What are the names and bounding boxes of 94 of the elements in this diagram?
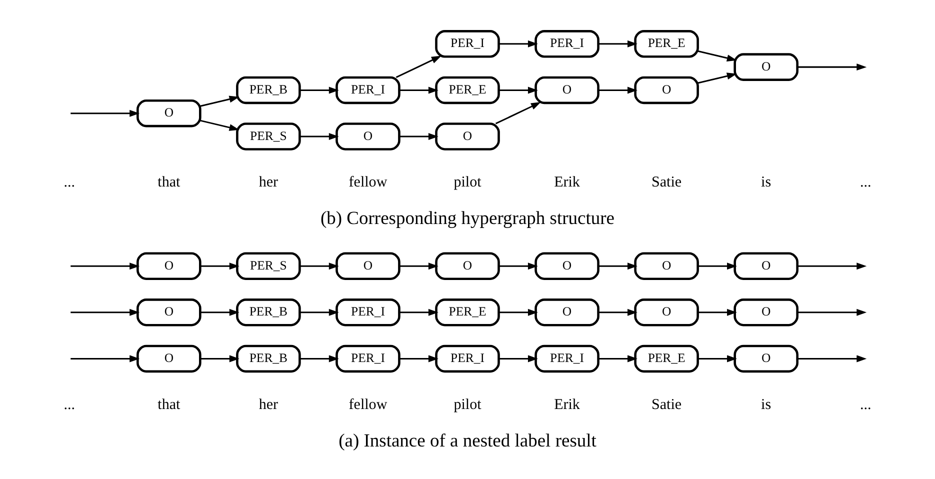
arrow: [598, 40, 638, 48]
label: that: [158, 174, 180, 191]
node-box: PER_I: [336, 298, 400, 326]
arrow: [598, 86, 638, 94]
arrow: [698, 308, 737, 316]
node-box: PER_I: [435, 30, 500, 58]
node-box: O: [136, 252, 202, 280]
node-box: O: [136, 344, 202, 373]
arrow: [300, 262, 339, 270]
label: ...: [860, 174, 872, 191]
arrow: [399, 308, 438, 316]
arrow: [698, 355, 737, 362]
arrow: [70, 308, 140, 316]
arrow: [498, 40, 538, 48]
label: her: [258, 396, 278, 413]
label: (b) Corresponding hypergraph structure: [320, 209, 615, 230]
arrow: [399, 133, 438, 140]
node-box: PER_B: [236, 344, 301, 373]
arrow: [399, 86, 438, 94]
node-box: O: [435, 122, 500, 150]
node-box: O: [336, 122, 400, 150]
arrow: [200, 96, 240, 107]
node-box: PER_E: [634, 344, 699, 373]
node-box: O: [534, 252, 600, 280]
node-box: O: [435, 252, 500, 280]
arrow: [70, 110, 140, 117]
node-box: O: [734, 344, 798, 373]
arrow: [70, 355, 140, 362]
label: Satie: [652, 174, 682, 191]
label: pilot: [454, 174, 482, 191]
label: is: [761, 174, 772, 191]
arrow: [698, 50, 737, 62]
arrow: [396, 56, 442, 78]
label: pilot: [454, 396, 482, 413]
label: Erik: [554, 174, 580, 191]
node-box: PER_I: [534, 344, 600, 373]
arrow: [300, 355, 339, 362]
node-box: PER_I: [435, 344, 500, 373]
arrow: [797, 355, 867, 362]
arrow: [598, 262, 638, 270]
node-box: O: [634, 252, 699, 280]
node-box: O: [534, 76, 600, 104]
arrow: [698, 72, 737, 84]
arrow: [498, 355, 538, 362]
arrow: [797, 64, 867, 71]
node-box: PER_S: [236, 252, 301, 280]
node-box: O: [336, 252, 400, 280]
label: ...: [860, 396, 872, 413]
arrow: [698, 262, 737, 270]
node-box: O: [734, 53, 798, 81]
node-box: O: [734, 298, 798, 326]
arrow: [200, 355, 240, 362]
node-box: O: [734, 252, 798, 280]
node-box: PER_S: [236, 122, 301, 150]
arrow: [498, 262, 538, 270]
label: is: [761, 396, 772, 413]
arrow: [200, 308, 240, 316]
node-box: PER_I: [336, 76, 400, 104]
node-box: PER_I: [534, 30, 600, 58]
label: fellow: [348, 174, 388, 191]
label: fellow: [348, 396, 388, 413]
node-box: PER_I: [336, 344, 400, 373]
arrow: [399, 262, 438, 270]
arrow: [797, 308, 867, 316]
node-box: O: [534, 298, 600, 326]
arrow: [495, 102, 541, 124]
arrow: [200, 120, 240, 131]
arrow: [200, 262, 240, 270]
label: (a) Instance of a nested label result: [338, 431, 596, 452]
arrow: [598, 308, 638, 316]
label: Erik: [554, 396, 580, 413]
arrow: [598, 355, 638, 362]
node-box: PER_B: [236, 298, 301, 326]
arrow: [70, 262, 140, 270]
arrow: [399, 355, 438, 362]
label: ...: [64, 174, 76, 191]
arrow: [797, 262, 867, 270]
arrow: [300, 86, 339, 94]
label: ...: [64, 396, 76, 413]
node-box: O: [634, 76, 699, 104]
arrow: [300, 133, 339, 140]
node-box: O: [136, 99, 202, 128]
node-box: PER_E: [435, 76, 500, 104]
node-box: O: [634, 298, 699, 326]
label: that: [158, 396, 180, 413]
node-box: PER_E: [634, 30, 699, 58]
label: her: [258, 174, 278, 191]
arrow: [498, 308, 538, 316]
node-box: PER_B: [236, 76, 301, 104]
node-box: O: [136, 298, 202, 326]
node-box: PER_E: [435, 298, 500, 326]
label: Satie: [652, 396, 682, 413]
arrow: [300, 308, 339, 316]
arrow: [498, 86, 538, 94]
